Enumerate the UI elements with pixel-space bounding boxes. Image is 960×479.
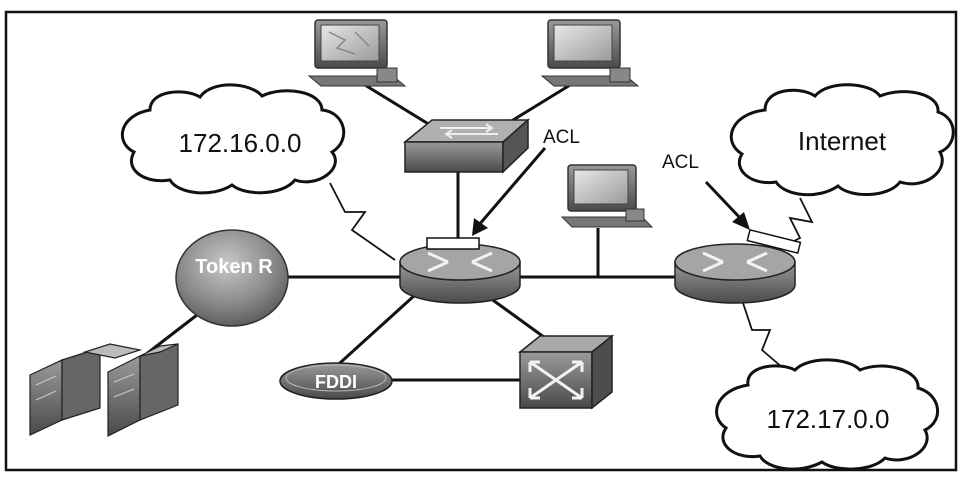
- atm-switch: [517, 334, 615, 410]
- cloud-label-172-17: 172.17.0.0: [767, 404, 890, 434]
- link-ws1-switch: [359, 80, 436, 130]
- acl-interface-marker: [746, 228, 802, 255]
- atm-switch-icon: [517, 334, 615, 410]
- workstation-icon: [560, 164, 654, 228]
- workstation-3: [560, 164, 654, 228]
- acl-label-router2: ACL: [662, 152, 699, 173]
- cloud-172-17: 172.17.0.0: [715, 358, 940, 471]
- link-router1-fddi: [328, 293, 417, 374]
- cloud-icon: [121, 83, 346, 195]
- switch-icon: [402, 118, 530, 174]
- token-ring: Token R: [175, 229, 289, 327]
- workstation-icon: [540, 19, 640, 87]
- acl-interface-marker: [426, 237, 480, 250]
- fddi-ring: FDDI: [279, 362, 393, 400]
- lan-switch: [402, 118, 530, 174]
- acl-arrow-head-2: [732, 212, 750, 230]
- router-1: [399, 237, 521, 304]
- fddi-ring-icon: [279, 362, 393, 400]
- serial-link-172-16: [329, 182, 396, 261]
- acl-arrow-head-1: [472, 218, 488, 236]
- cloud-internet: Internet: [729, 83, 955, 197]
- acl-arrow-1: [476, 147, 547, 227]
- mainframe: [29, 343, 179, 437]
- token-ring-icon: [175, 229, 289, 327]
- router-2: [674, 228, 802, 304]
- mainframe-icon: [29, 343, 179, 437]
- cloud-label-172-16: 172.16.0.0: [179, 128, 302, 158]
- acl-annotation-1: ACL: [472, 127, 580, 236]
- workstation-2: [540, 19, 640, 87]
- acl-arrow-2: [704, 180, 744, 222]
- serial-link-172-17: [741, 299, 791, 375]
- acl-annotation-2: ACL: [662, 152, 750, 230]
- fddi-label: FDDI: [315, 372, 357, 392]
- cloud-icon: [715, 358, 940, 471]
- cloud-icon: [729, 83, 955, 197]
- workstation-icon: [307, 19, 407, 87]
- router-icon: [674, 243, 796, 304]
- acl-label-router1: ACL: [543, 127, 580, 148]
- workstation-1: [307, 19, 407, 87]
- token-ring-label: Token R: [195, 256, 273, 278]
- cloud-172-16: 172.16.0.0: [121, 83, 346, 195]
- link-router1-atm: [489, 296, 549, 342]
- cloud-label-internet: Internet: [798, 126, 887, 156]
- router-icon: [399, 243, 521, 304]
